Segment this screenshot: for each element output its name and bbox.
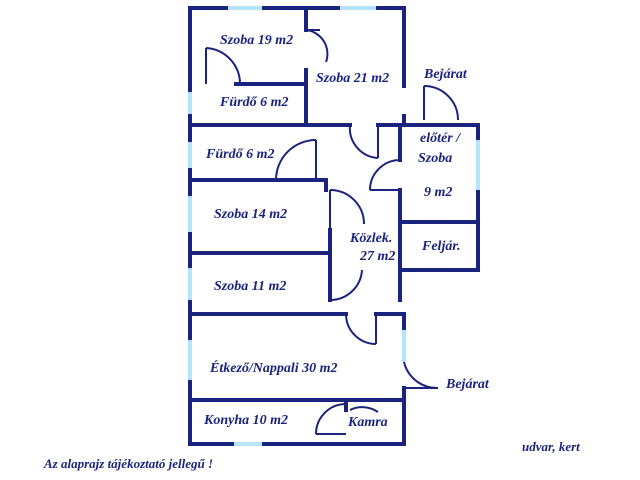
room-szoba-19: Szoba 19 m2 [220,33,293,48]
room-eloter-line2: Szoba [418,151,452,166]
label-bejarat-bottom: Bejárat [445,377,490,392]
doors [205,29,459,435]
room-furdo-mid: Fürdő 6 m2 [205,147,274,162]
room-etkezo-nappali: Étkező/Nappali 30 m2 [209,359,338,376]
room-konyha: Konyha 10 m2 [203,413,288,428]
room-kamra: Kamra [347,415,388,430]
walls [188,6,480,446]
room-szoba-11: Szoba 11 m2 [214,279,286,294]
room-kozlek-line1: Közlek. [349,231,392,246]
room-szoba-21: Szoba 21 m2 [316,71,389,86]
room-eloter-line1: előtér / [420,131,461,146]
room-feljar: Feljár. [421,239,461,254]
label-udvar-kert: udvar, kert [522,439,580,454]
disclaimer-text: Az alaprajz tájékoztató jellegű ! [43,456,213,471]
label-bejarat-top: Bejárat [423,67,468,82]
room-szoba-14: Szoba 14 m2 [214,207,287,222]
room-eloter-area: 9 m2 [424,185,452,200]
room-kozlek-line2: 27 m2 [359,249,395,264]
room-furdo-top: Fürdő 6 m2 [219,95,288,110]
windows [188,6,480,446]
